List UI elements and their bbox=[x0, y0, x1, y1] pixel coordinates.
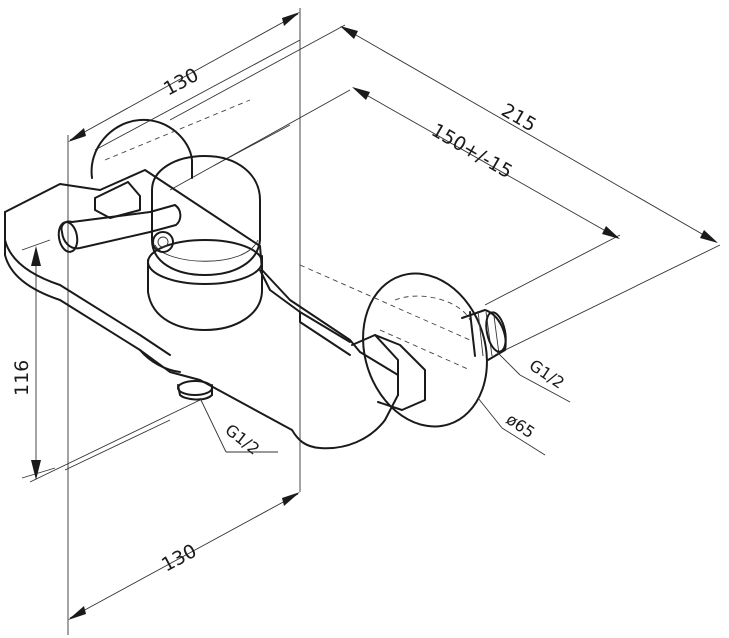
dim-label-bottom-width: 130 bbox=[158, 540, 200, 576]
lever-handle bbox=[57, 181, 182, 253]
label-flange-diameter: ø65 bbox=[503, 410, 539, 443]
label-right-thread: G1/2 bbox=[526, 356, 568, 393]
lever-pivot bbox=[152, 231, 174, 253]
label-bottom-thread: G1/2 bbox=[222, 420, 264, 458]
dim-label-overall-depth: 215 bbox=[498, 99, 540, 136]
callout-bottom-thread: G1/2 bbox=[199, 397, 278, 459]
dim-label-height: 116 bbox=[11, 360, 33, 396]
back-wall-flange bbox=[90, 99, 251, 179]
dim-bottom-130: 130 bbox=[68, 492, 300, 620]
extension-lines bbox=[21, 8, 721, 635]
dim-top-130: 130 bbox=[68, 12, 300, 142]
dim-label-center-distance: 150+/-15 bbox=[428, 119, 517, 183]
right-inlet-assembly bbox=[299, 264, 507, 428]
wall-flange-right bbox=[362, 272, 488, 428]
dim-label-top-width: 130 bbox=[160, 64, 202, 100]
callout-flange-diameter: ø65 bbox=[477, 397, 546, 456]
bottom-outlet bbox=[177, 380, 213, 396]
callout-right-thread: G1/2 bbox=[496, 351, 571, 403]
dim-overall-215: 215 bbox=[340, 26, 718, 243]
mixer-body bbox=[4, 169, 399, 450]
dim-height-116: 116 bbox=[11, 246, 41, 480]
